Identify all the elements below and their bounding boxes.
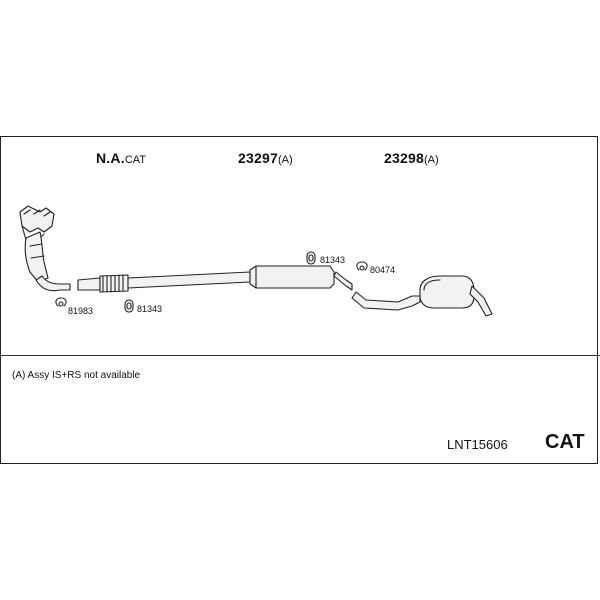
part-label-81343-upper: 81343 xyxy=(320,255,346,265)
header-catalyst: N.A.CAT xyxy=(96,150,146,166)
middle-silencer xyxy=(249,265,353,291)
diagram-frame xyxy=(0,136,598,464)
header-part-23297: 23297(A) xyxy=(238,150,293,166)
rear-section xyxy=(351,275,493,317)
header-part-23298: 23298(A) xyxy=(384,150,439,166)
front-pipe xyxy=(77,271,251,293)
section-divider xyxy=(0,355,600,356)
variant-label: CAT xyxy=(545,431,585,453)
part-label-80474: 80474 xyxy=(370,265,396,275)
assembly-footnote: (A) Assy IS+RS not available xyxy=(12,370,141,381)
part-label-81983: 81983 xyxy=(68,306,94,316)
rubber-ring-80474-icon xyxy=(356,261,368,271)
rubber-mount-upper-icon xyxy=(306,251,316,265)
catalytic-converter-manifold xyxy=(19,205,71,292)
rubber-mount-lower-icon xyxy=(124,299,134,313)
rubber-ring-81983-icon xyxy=(55,297,67,307)
part-label-81343-lower: 81343 xyxy=(137,304,163,314)
diagram-code: LNT15606 xyxy=(447,437,508,452)
